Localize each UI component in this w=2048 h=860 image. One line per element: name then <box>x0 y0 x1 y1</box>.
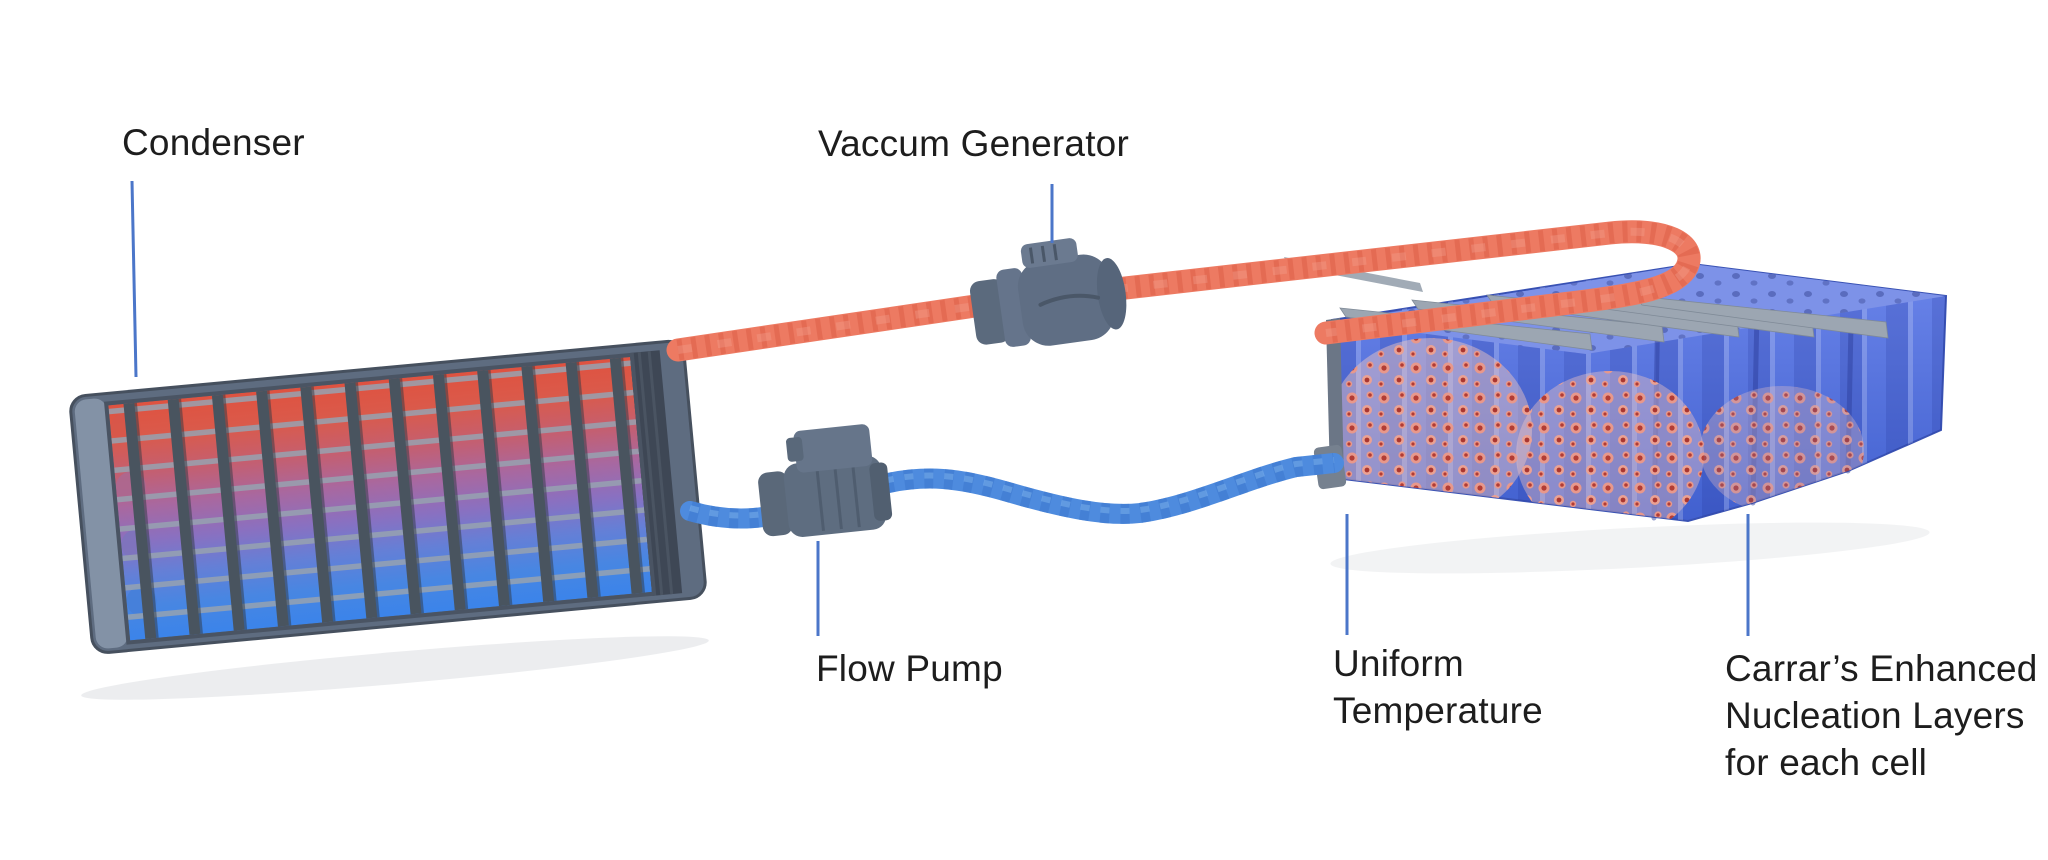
condenser-leader-line <box>130 180 138 378</box>
leader-lines <box>130 180 1750 636</box>
vacuum-generator-label: Vaccum Generator <box>818 123 1129 164</box>
pack-left-edge <box>1326 318 1344 479</box>
battery-pack-illustration <box>1284 257 1948 523</box>
ground-shadows <box>81 522 1930 700</box>
flow-pump-label: Flow Pump <box>816 648 1003 689</box>
hot-vapor-tube <box>666 220 1701 362</box>
nucleation-layers-label: Carrar’s Enhanced Nucleation Layers for … <box>1725 648 2038 783</box>
condenser-label: Condenser <box>122 122 305 163</box>
vacuum-generator-illustration <box>969 238 1127 347</box>
uniform-temperature-label: Uniform Temperature <box>1333 643 1543 731</box>
flow-pump-illustration <box>758 424 893 538</box>
condenser-illustration <box>69 339 707 654</box>
